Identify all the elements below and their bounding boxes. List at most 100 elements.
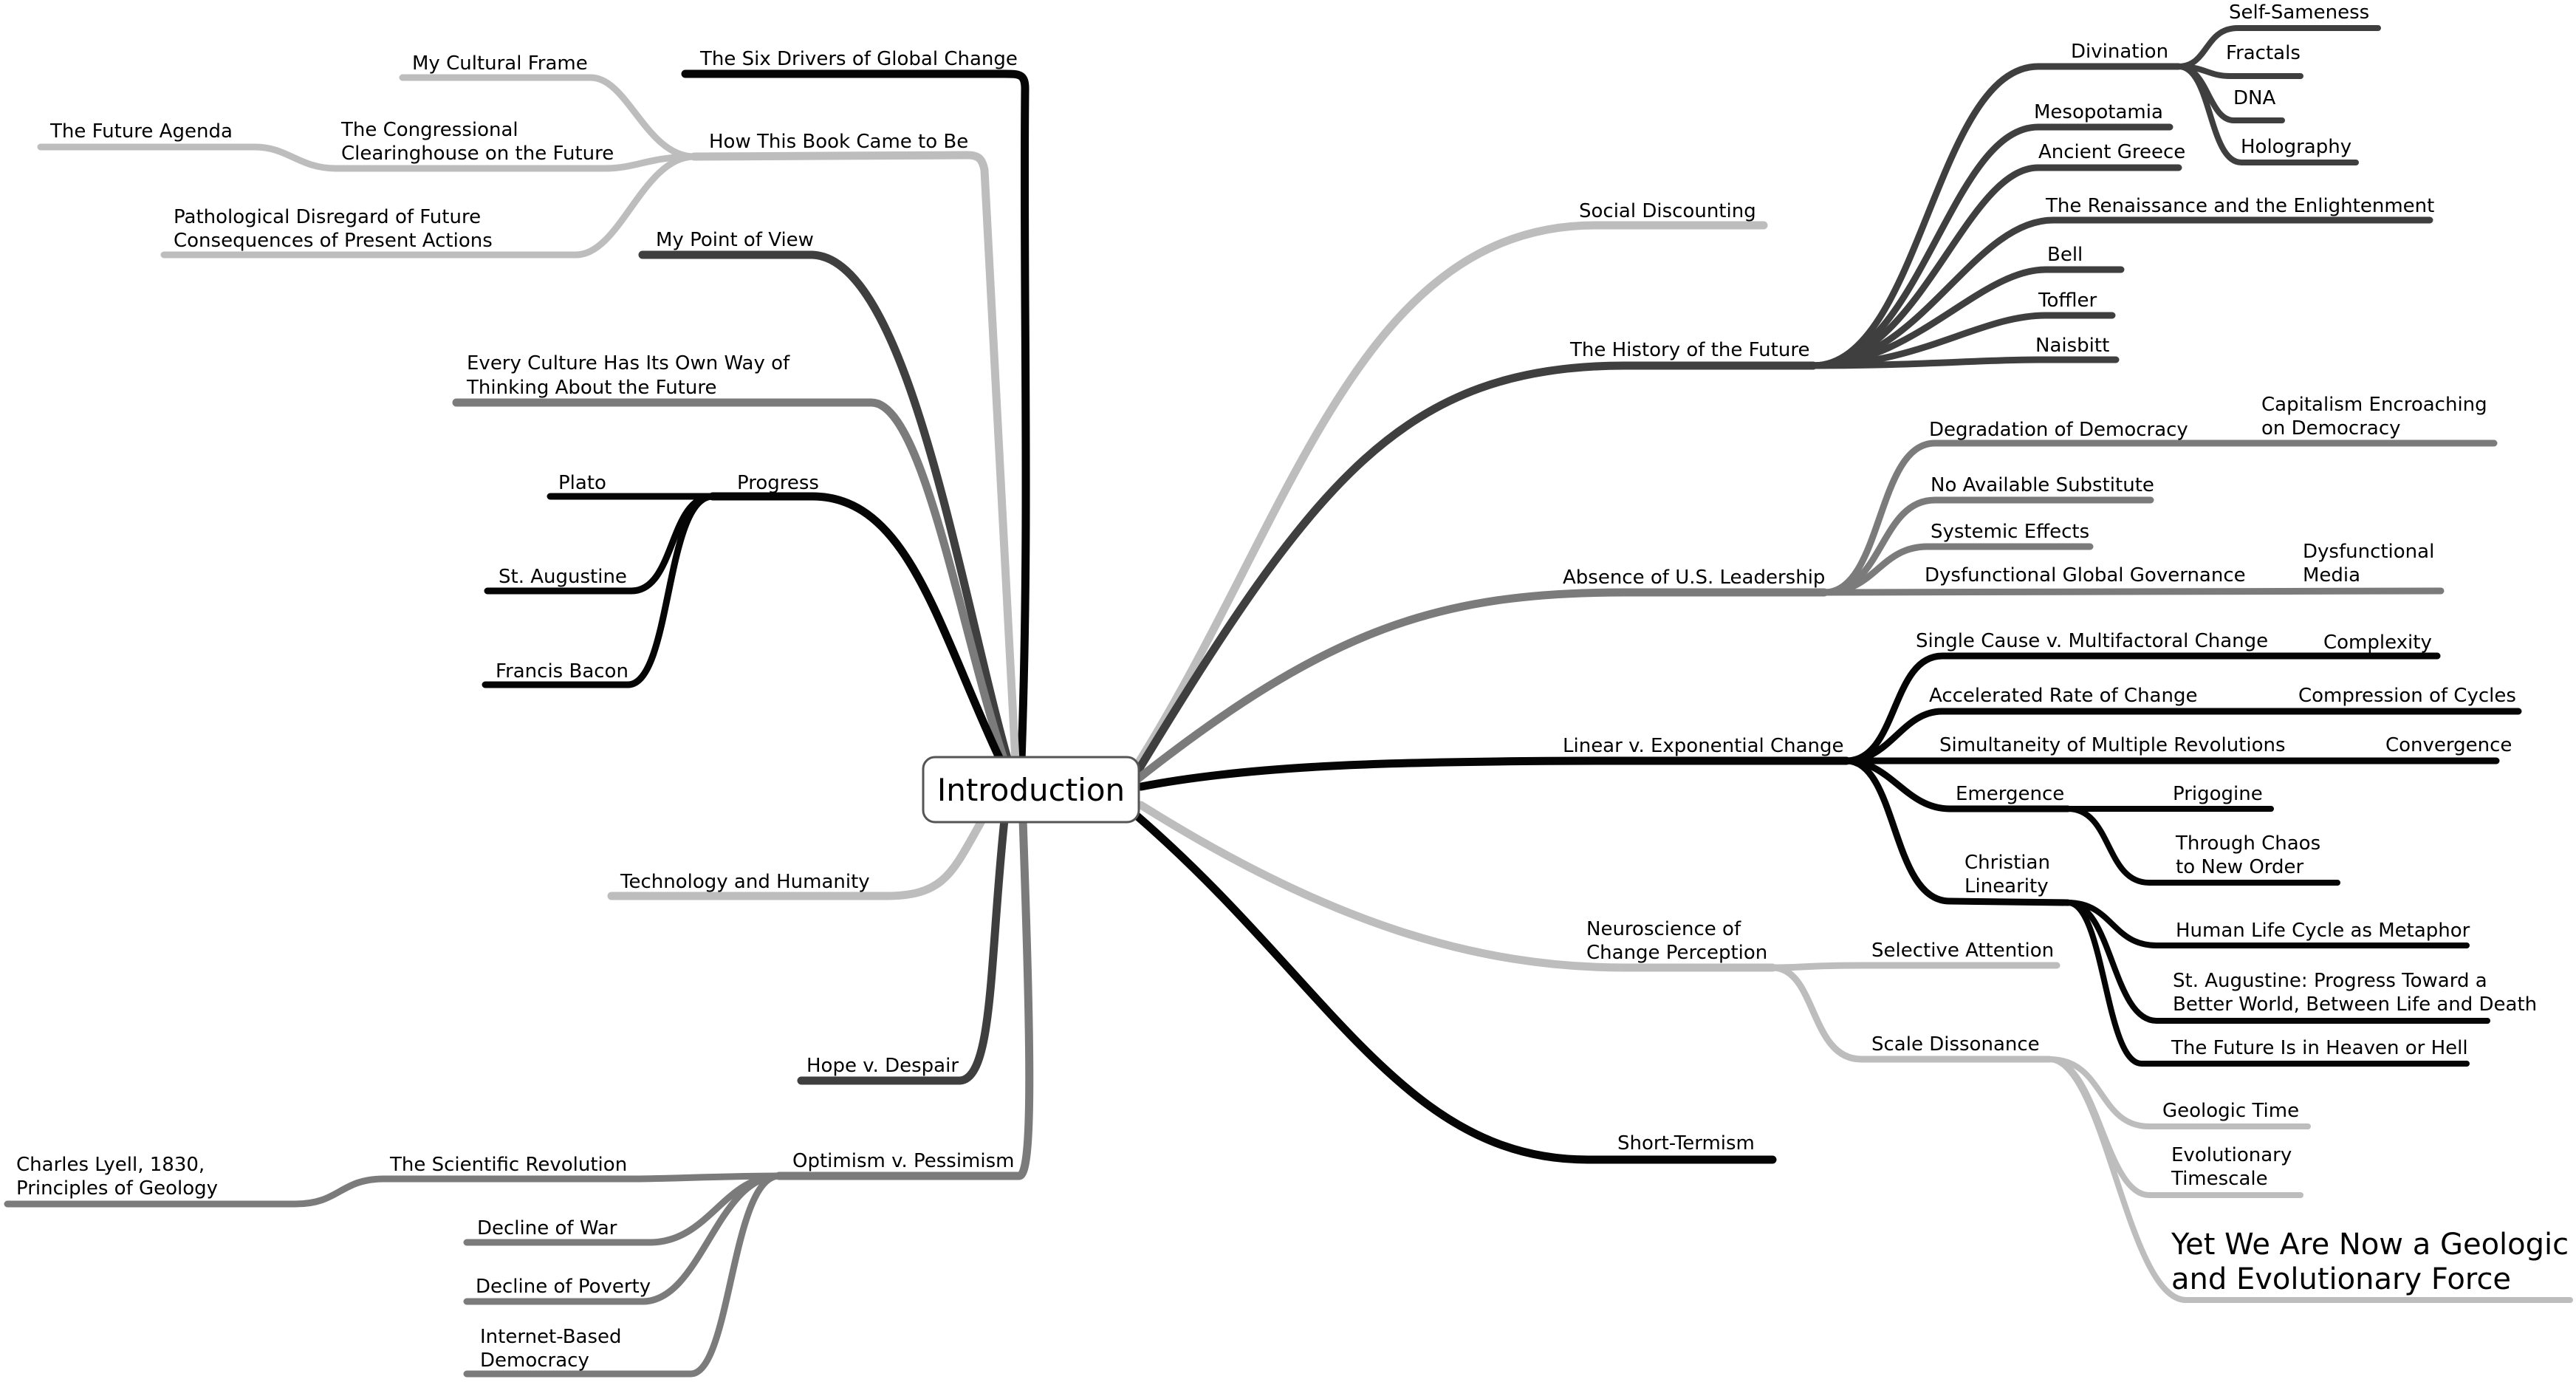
- node-compression[interactable]: Compression of Cycles: [2298, 685, 2516, 707]
- node-optimism[interactable]: Optimism v. Pessimism: [792, 1150, 1014, 1172]
- node-toffler[interactable]: Toffler: [2038, 290, 2097, 312]
- node-neuroscience-line2[interactable]: Change Perception: [1586, 942, 1767, 964]
- branch-how-book: [690, 151, 1020, 765]
- node-scientific-revolution[interactable]: The Scientific Revolution: [389, 1154, 627, 1176]
- node-complexity[interactable]: Complexity: [2323, 632, 2432, 654]
- node-dna[interactable]: DNA: [2233, 87, 2275, 109]
- node-how-book[interactable]: How This Book Came to Be: [709, 131, 968, 153]
- node-every-culture-line2[interactable]: Thinking About the Future: [466, 377, 716, 399]
- node-bell[interactable]: Bell: [2047, 244, 2083, 266]
- node-absence[interactable]: Absence of U.S. Leadership: [1563, 567, 1825, 589]
- node-heaven-hell[interactable]: The Future Is in Heaven or Hell: [2171, 1037, 2468, 1059]
- branch-heaven-hell: [2065, 900, 2470, 1067]
- node-christian-line2[interactable]: Linearity: [1964, 875, 2049, 897]
- central-topic-box: [922, 756, 1140, 824]
- node-linear[interactable]: Linear v. Exponential Change: [1563, 735, 1844, 757]
- branch-technology: [607, 815, 987, 900]
- node-every-culture-line1[interactable]: Every Culture Has Its Own Way of: [467, 352, 790, 374]
- node-self-sameness[interactable]: Self-Sameness: [2229, 1, 2369, 24]
- node-technology[interactable]: Technology and Humanity: [620, 871, 870, 893]
- node-hope[interactable]: Hope v. Despair: [806, 1055, 959, 1077]
- node-lyell-line2[interactable]: Principles of Geology: [16, 1177, 218, 1200]
- node-st-augustine[interactable]: St. Augustine: [499, 566, 627, 588]
- node-cultural-frame[interactable]: My Cultural Frame: [412, 52, 588, 75]
- node-selective[interactable]: Selective Attention: [1871, 940, 2054, 962]
- branch-st-aug-progress: [2065, 900, 2490, 1024]
- node-single-cause[interactable]: Single Cause v. Multifactoral Change: [1916, 630, 2268, 652]
- node-decline-war[interactable]: Decline of War: [477, 1217, 617, 1239]
- branch-francis-bacon: [482, 493, 716, 688]
- node-plato[interactable]: Plato: [558, 472, 606, 494]
- branch-linear: [1137, 756, 1851, 791]
- branch-selective: [1769, 962, 2061, 971]
- node-accelerated[interactable]: Accelerated Rate of Change: [1929, 685, 2197, 707]
- branch-internet: [463, 1172, 783, 1378]
- branch-through-chaos: [2065, 806, 2340, 886]
- node-emergence[interactable]: Emergence: [1956, 783, 2064, 805]
- branch-geologic: [2046, 1056, 2311, 1129]
- node-evolutionary-line2[interactable]: Timescale: [2171, 1168, 2268, 1190]
- node-dysfunctional-media-line2[interactable]: Media: [2303, 564, 2360, 586]
- branch-history: [1133, 361, 1818, 776]
- node-simultaneity[interactable]: Simultaneity of Multiple Revolutions: [1939, 734, 2286, 756]
- node-prigogine[interactable]: Prigogine: [2173, 783, 2263, 805]
- right-branches: [1133, 25, 2573, 1303]
- branch-decline-poverty: [463, 1172, 783, 1305]
- node-future-agenda[interactable]: The Future Agenda: [49, 120, 233, 143]
- node-evolutionary-line1[interactable]: Evolutionary: [2171, 1144, 2292, 1166]
- node-geologic[interactable]: Geologic Time: [2162, 1100, 2299, 1122]
- node-congressional-line2[interactable]: Clearinghouse on the Future: [341, 143, 614, 165]
- node-six-drivers[interactable]: The Six Drivers of Global Change: [699, 48, 1018, 70]
- node-convergence[interactable]: Convergence: [2385, 734, 2512, 756]
- branch-holography: [2176, 64, 2359, 165]
- branch-progress: [708, 492, 1005, 765]
- node-lyell-line1[interactable]: Charles Lyell, 1830,: [16, 1154, 205, 1176]
- node-chaos-line1[interactable]: Through Chaos: [2175, 832, 2320, 855]
- node-systemic[interactable]: Systemic Effects: [1931, 521, 2089, 543]
- node-internet-line1[interactable]: Internet-Based: [480, 1326, 622, 1348]
- node-pathological-line2[interactable]: Consequences of Present Actions: [174, 230, 493, 252]
- node-no-substitute[interactable]: No Available Substitute: [1931, 474, 2154, 496]
- node-ancient-greece[interactable]: Ancient Greece: [2038, 141, 2185, 163]
- branch-naisbitt: [1809, 356, 2120, 369]
- node-life-cycle[interactable]: Human Life Cycle as Metaphor: [2176, 920, 2470, 942]
- node-fractals[interactable]: Fractals: [2226, 42, 2301, 64]
- branch-dysfunctional-gov: [1820, 587, 2445, 596]
- node-yet-line1[interactable]: Yet We Are Now a Geologic: [2171, 1228, 2569, 1262]
- node-decline-poverty[interactable]: Decline of Poverty: [476, 1276, 651, 1298]
- node-divination[interactable]: Divination: [2071, 41, 2168, 63]
- node-naisbitt[interactable]: Naisbitt: [2035, 335, 2109, 357]
- branch-every-culture: [452, 398, 1009, 765]
- node-christian-line1[interactable]: Christian: [1964, 852, 2050, 874]
- node-holography[interactable]: Holography: [2241, 136, 2351, 158]
- node-history[interactable]: The History of the Future: [1569, 339, 1809, 361]
- node-capitalism-line1[interactable]: Capitalism Encroaching: [2261, 394, 2487, 416]
- branch-scale: [1769, 964, 2053, 1063]
- node-pathological-line1[interactable]: Pathological Disregard of Future: [174, 206, 481, 228]
- node-scale[interactable]: Scale Dissonance: [1871, 1033, 2040, 1056]
- node-social-discounting[interactable]: Social Discounting: [1579, 200, 1756, 222]
- branch-short-termism: [1133, 812, 1777, 1164]
- node-francis-bacon[interactable]: Francis Bacon: [496, 660, 628, 683]
- left-labels: The Six Drivers of Global Change How Thi…: [16, 48, 1018, 1372]
- node-dysfunctional-gov[interactable]: Dysfunctional Global Governance: [1925, 564, 2246, 586]
- node-mesopotamia[interactable]: Mesopotamia: [2034, 101, 2163, 123]
- central-topic[interactable]: Introduction: [922, 756, 1140, 824]
- node-st-aug-progress-line2[interactable]: Better World, Between Life and Death: [2173, 993, 2537, 1016]
- node-dysfunctional-media-line1[interactable]: Dysfunctional: [2303, 541, 2434, 563]
- node-degradation[interactable]: Degradation of Democracy: [1929, 419, 2188, 441]
- node-congressional-line1[interactable]: The Congressional: [340, 119, 518, 141]
- node-chaos-line2[interactable]: to New Order: [2176, 856, 2304, 878]
- node-neuroscience-line1[interactable]: Neuroscience of: [1586, 918, 1741, 940]
- node-yet-line2[interactable]: and Evolutionary Force: [2171, 1262, 2511, 1296]
- node-capitalism-line2[interactable]: on Democracy: [2261, 417, 2401, 439]
- node-progress[interactable]: Progress: [737, 472, 819, 494]
- left-branches: [4, 69, 1034, 1378]
- node-internet-line2[interactable]: Democracy: [480, 1349, 589, 1372]
- node-st-aug-progress-line1[interactable]: St. Augustine: Progress Toward a: [2173, 970, 2487, 992]
- branch-cultural-frame: [399, 74, 698, 160]
- node-short-termism[interactable]: Short-Termism: [1617, 1132, 1755, 1154]
- node-point-of-view[interactable]: My Point of View: [656, 229, 814, 251]
- node-renaissance[interactable]: The Renaissance and the Enlightenment: [2045, 195, 2434, 217]
